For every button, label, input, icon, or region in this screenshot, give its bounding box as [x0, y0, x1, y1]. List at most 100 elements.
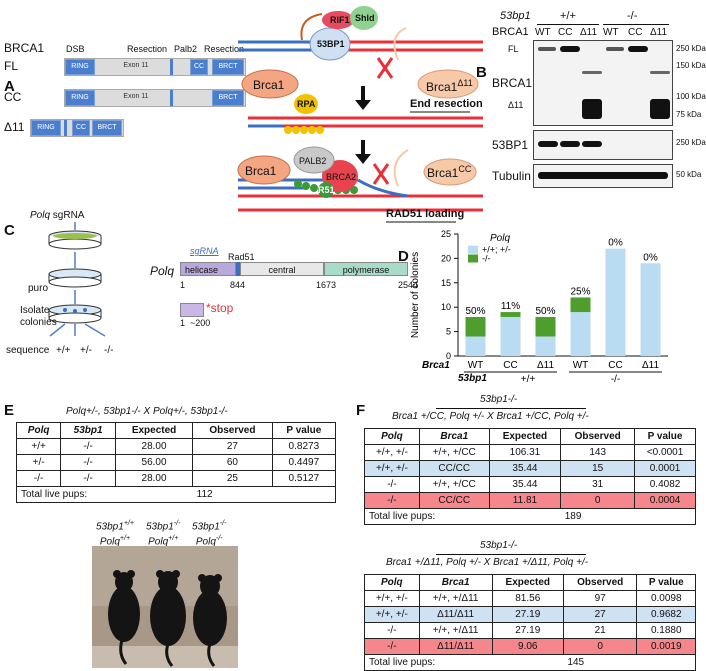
- f1-total-value: 189: [560, 508, 696, 525]
- legend-label-1: -/-: [482, 253, 491, 263]
- table-cell: Δ11/Δ11: [418, 606, 493, 623]
- table-row: +/- -/- 56.00 60 0.4497: [15, 454, 337, 471]
- brca1d11-label: Brca1Δ11: [426, 78, 473, 94]
- rad51-site-label: Rad51: [228, 252, 255, 262]
- panel-e-table: Polq 53bp1 Expected Observed P value +/+…: [15, 422, 337, 503]
- mouse-label-3: 53bp1-/- Polq-/-: [192, 518, 226, 549]
- bar-segment-2-a: [535, 336, 556, 356]
- table-cell: 56.00: [114, 454, 194, 471]
- fl-blot-label: FL: [508, 44, 519, 54]
- bar-segment-0-a: [465, 336, 486, 356]
- table-row: -/- CC/CC 11.81 0 0.0004: [364, 492, 696, 509]
- rif1-blob: [322, 11, 354, 29]
- table-cell: +/+: [15, 438, 62, 455]
- total-value: 112: [192, 486, 336, 503]
- mouse3-gene1: 53bp1: [192, 521, 220, 533]
- tub-band: [538, 172, 668, 179]
- brca1-row-label: Brca1: [422, 360, 450, 371]
- mouse2-geno1: -/-: [173, 520, 181, 527]
- table-cell: +/+, +/-: [364, 606, 420, 623]
- d11-cc-domain: CC: [72, 120, 90, 136]
- table-cell: 97: [562, 590, 638, 607]
- table-cell: 28.00: [114, 470, 194, 487]
- blot-brca1-label: BRCA1: [492, 26, 529, 38]
- table-cell: -/-: [364, 638, 420, 655]
- brca1-bottom-label: Brca1: [245, 164, 277, 178]
- mw-150: 150 kDa: [676, 61, 706, 70]
- percent-label-1: 11%: [501, 301, 520, 312]
- table-row: +/+, +/- +/+, +/CC 106.31 143 <0.0001: [364, 444, 696, 461]
- mouse-label-2: 53bp1-/- Polq+/+: [146, 518, 180, 549]
- puro-label: puro: [28, 283, 49, 294]
- red-cross-2: [372, 163, 390, 185]
- lane-1: WT: [535, 27, 551, 38]
- mouse1-geno2: +/+: [119, 535, 131, 543]
- shld-blob: [350, 6, 378, 30]
- mouse-3: [193, 574, 227, 667]
- blot-group1-label: +/+: [560, 10, 576, 22]
- table-row: +/+, +/- Δ11/Δ11 27.19 27 0.9682: [364, 606, 696, 623]
- table-cell: +/-: [15, 454, 62, 471]
- f1-total-label: Total live pups:: [363, 508, 561, 525]
- group2-underline: [603, 24, 669, 25]
- table-cell: 9.06: [491, 638, 564, 655]
- x-tick-label-3: WT: [573, 360, 589, 371]
- bp53-band-2: [560, 141, 580, 147]
- band-fl-wt2: [606, 47, 624, 51]
- table-cell: 31: [560, 476, 636, 493]
- polq-sgrna-marker-label: sgRNA: [190, 246, 219, 256]
- brca1d11-base: Brca1: [426, 80, 458, 94]
- table-cell: +/+, +/-: [364, 590, 420, 607]
- band-d11-a: [582, 99, 602, 119]
- tubulin-blot-label: Tubulin: [492, 169, 531, 183]
- f1-title-divider: [436, 408, 586, 409]
- fl-small-marker: [170, 59, 173, 75]
- d11-small-marker: [64, 120, 67, 136]
- isoform-cc-backbone: [64, 89, 246, 107]
- table-cell: +/+, +/-: [364, 444, 420, 461]
- mw-75: 75 kDa: [676, 110, 702, 119]
- trunc-pos-1: 1: [180, 318, 186, 328]
- table-cell: 0.0004: [634, 492, 696, 509]
- d11-ring-domain: RING: [31, 120, 61, 136]
- band-mid-b: [650, 71, 670, 74]
- resection-header-1: Resection: [127, 44, 168, 54]
- mouse-1: [108, 570, 140, 665]
- table-cell: +/+, +/Δ11: [418, 590, 493, 607]
- percent-label-4: 0%: [608, 238, 623, 249]
- 53bp1-blob: [309, 27, 351, 61]
- x-tick-label-5: Δ11: [642, 360, 659, 371]
- d11-blot-label: Δ11: [508, 100, 524, 110]
- f1-col-pvalue: P value: [634, 428, 696, 445]
- f2-total-value: 145: [563, 654, 697, 671]
- rpa-blob: [294, 94, 318, 114]
- table-row: -/- +/+, +/CC 35.44 31 0.4082: [364, 476, 696, 493]
- panel-label-f: F: [356, 402, 366, 419]
- mw-250-b: 250 kDa: [676, 138, 706, 147]
- r51-blob: [318, 182, 334, 198]
- f2-col-brca1: Brca1: [418, 574, 493, 591]
- polq-sgrna-label: Polq sgRNA: [30, 210, 84, 221]
- f2-title-divider: [436, 554, 586, 555]
- x-tick-label-1: CC: [503, 360, 517, 371]
- bar-segment-4-a: [605, 248, 626, 356]
- table-cell: 0: [562, 638, 638, 655]
- group2-label: -/-: [611, 374, 620, 385]
- table-cell: -/-: [60, 454, 116, 471]
- shld-label: Shld: [355, 13, 375, 23]
- pos-1673: 1673: [316, 280, 337, 290]
- table-cell: 11.81: [488, 492, 562, 509]
- table-cell: 35.44: [488, 460, 562, 477]
- sequence-label: sequence: [6, 345, 50, 356]
- orange-arrow-d11: [393, 27, 407, 61]
- mw-50: 50 kDa: [676, 170, 702, 179]
- colonies-label: colonies: [20, 317, 57, 328]
- table-cell: 0.5127: [271, 470, 337, 487]
- table-cell: 0.8273: [271, 438, 337, 455]
- group1-underline: [537, 24, 599, 25]
- colony-workflow: [48, 222, 106, 337]
- cc-exon11: Exon 11: [123, 93, 149, 100]
- mouse1-gene1: 53bp1: [96, 521, 124, 533]
- brca1cc-base: Brca1: [427, 166, 459, 180]
- cc-brct-domain: BRCT: [212, 90, 244, 106]
